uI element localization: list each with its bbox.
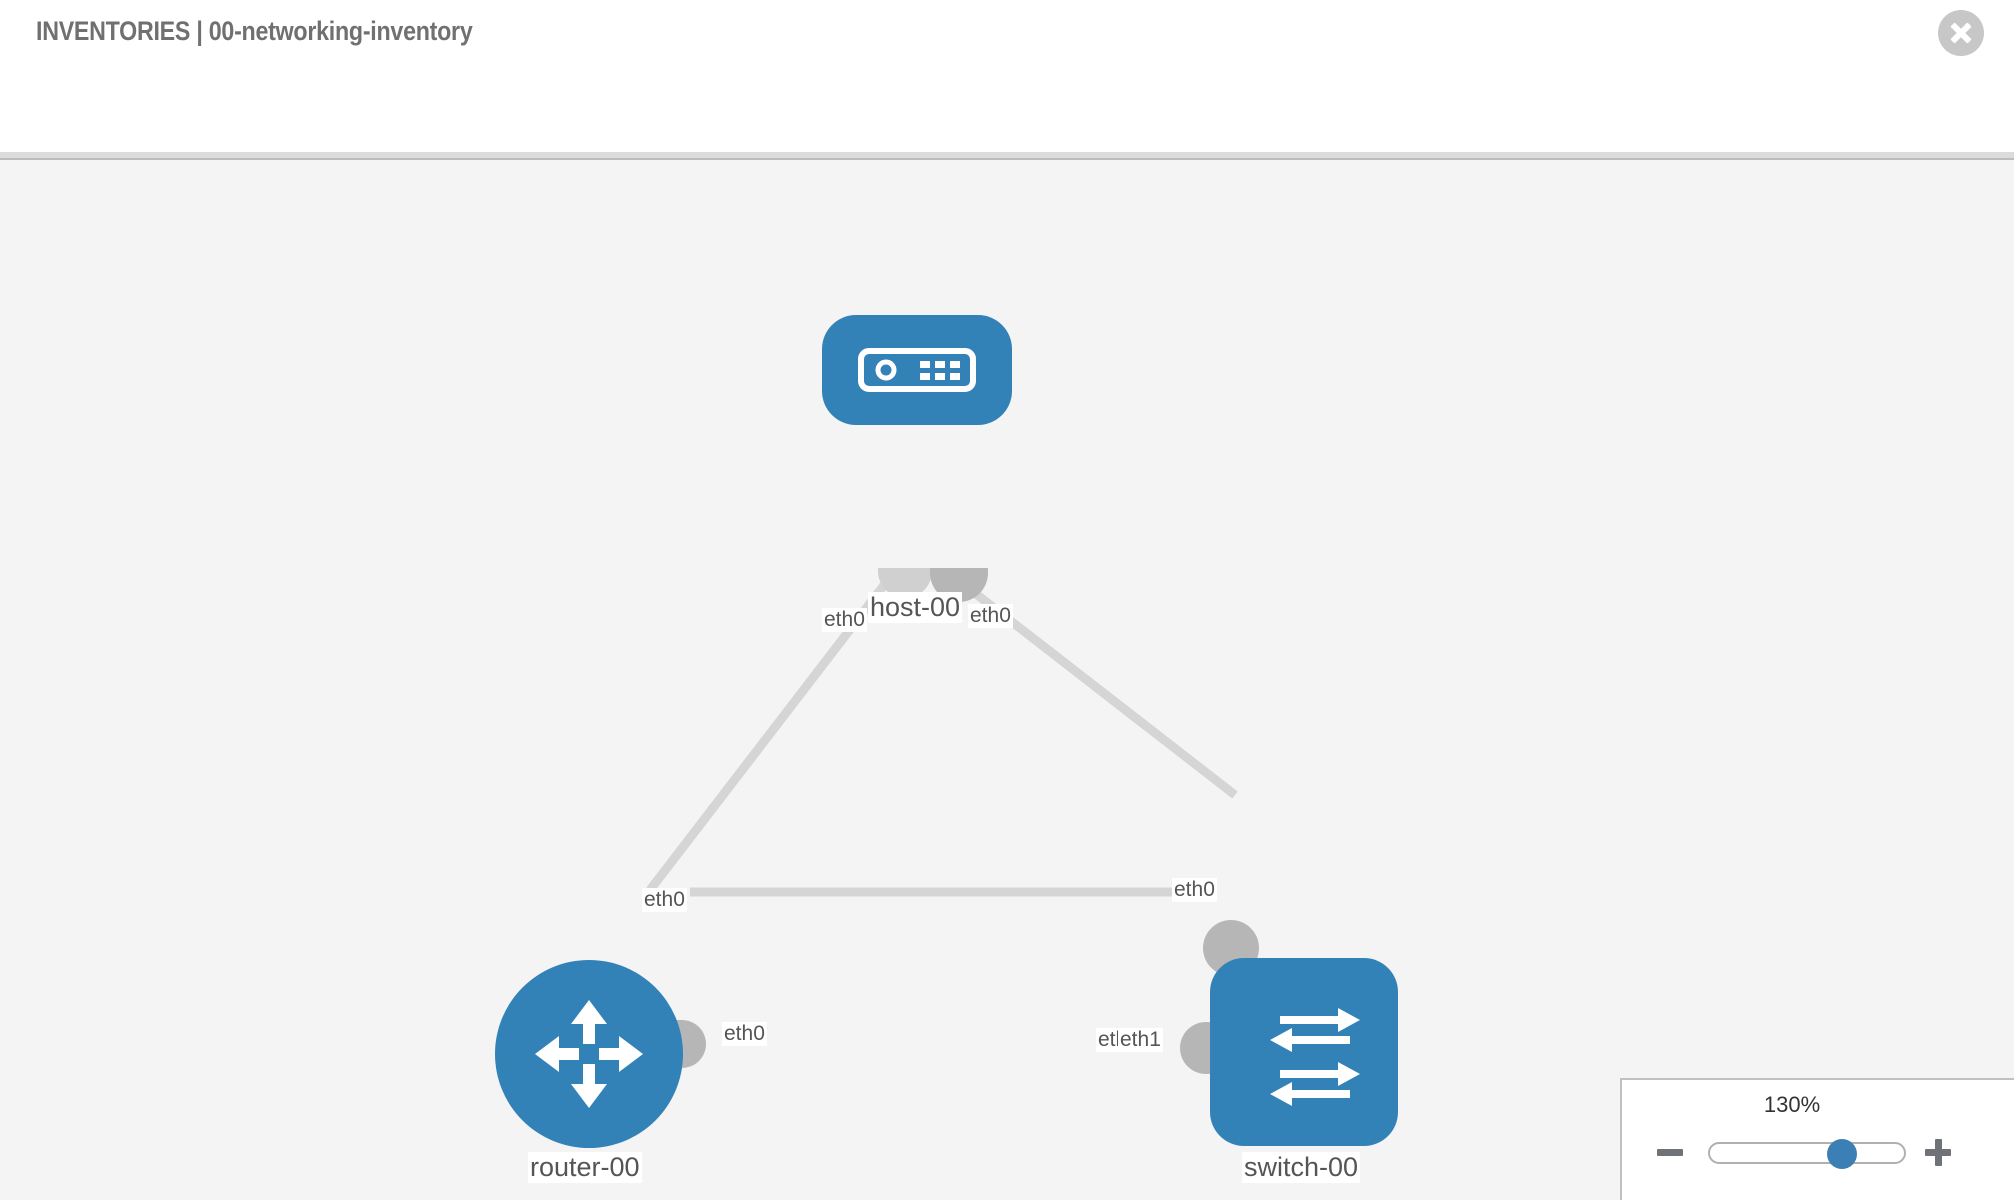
router-arrows-icon [535,1000,643,1108]
toolbar: ACTIONS SEARCH [0,70,2014,212]
node-router-00-shape[interactable] [495,960,683,1148]
node-label-router-00: router-00 [528,1152,642,1183]
close-icon[interactable] [1938,10,1984,56]
topology-links [646,576,1238,897]
switch-arrows-icon [1270,1008,1360,1106]
node-switch-00-shape[interactable] [1210,958,1398,1146]
node-host-00-shape[interactable] [822,315,1012,425]
zoom-percent-label: 130% [1763,1092,1821,1117]
toolbar-divider-shadow [0,152,2014,158]
zoom-slider-track[interactable] [1708,1139,1906,1169]
iface-label-router-to-switch: eth0 [722,1022,767,1046]
node-label-switch-00: switch-00 [1242,1152,1361,1183]
iface-label-host-left: eth0 [822,608,867,632]
node-label-host-00: host-00 [868,592,963,623]
iface-label-host-right: eth0 [968,604,1013,628]
iface-label-switch-to-router-b: eth1 [1118,1028,1163,1052]
minus-icon[interactable] [1654,1136,1686,1168]
iface-label-router-to-host: eth0 [642,888,687,912]
toolbar-divider [0,158,2014,160]
zoom-control-panel: 130% [1620,1078,2014,1200]
page-header: INVENTORIES | 00-networking-inventory [0,0,2014,70]
server-icon [858,348,976,392]
topology-canvas[interactable]: eth0 host-00 eth0 router-00 [0,160,2014,1200]
plus-icon[interactable] [1922,1136,1954,1168]
zoom-slider-thumb[interactable] [1826,1139,1857,1169]
page-title: INVENTORIES | 00-networking-inventory [36,16,473,46]
iface-label-switch-to-host: eth0 [1172,878,1217,902]
